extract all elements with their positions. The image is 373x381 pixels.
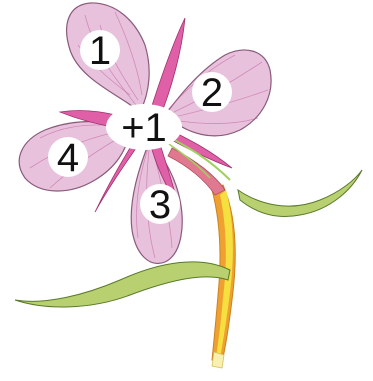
svg-text:1: 1 [89, 29, 111, 73]
svg-text:3: 3 [149, 183, 171, 227]
svg-text:2: 2 [201, 71, 223, 115]
label-center: +1 [106, 104, 182, 150]
lower-leaf [15, 262, 230, 307]
svg-text:4: 4 [57, 136, 79, 180]
upper-leaf [238, 170, 362, 217]
svg-text:+1: +1 [121, 106, 167, 150]
